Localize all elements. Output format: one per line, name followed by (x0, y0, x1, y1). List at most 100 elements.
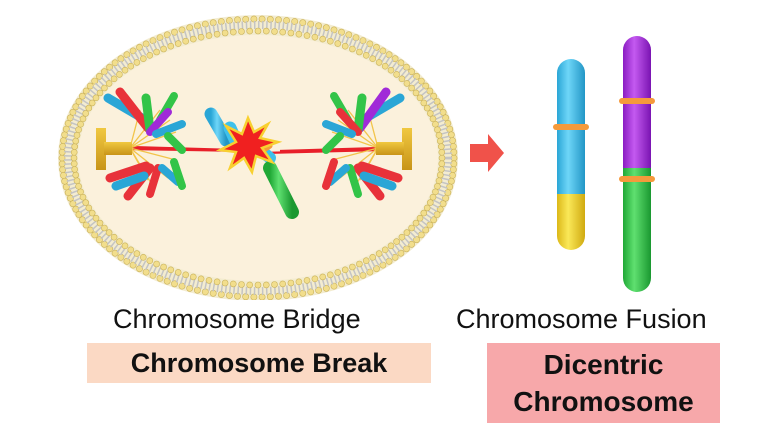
membrane-head (279, 28, 287, 36)
membrane-head (92, 214, 100, 222)
membrane-head (275, 16, 282, 24)
membrane-head (403, 229, 411, 236)
membrane-head (426, 199, 434, 206)
membrane-head (254, 281, 262, 289)
membrane-head (133, 250, 141, 257)
membrane-head (116, 238, 123, 245)
membrane-head (77, 120, 84, 128)
membrane-head (397, 59, 405, 67)
membrane-head (429, 193, 437, 201)
right-arrow-icon (470, 134, 504, 172)
membrane-head (436, 171, 444, 179)
membrane-head (319, 35, 327, 43)
membrane-head (101, 84, 108, 92)
membrane-head (174, 40, 182, 47)
membrane-head (266, 15, 274, 23)
membrane-head (271, 28, 278, 35)
chromosome-fusion-caption: Chromosome Fusion (456, 304, 707, 334)
membrane-head (156, 274, 164, 282)
membrane-head (167, 42, 175, 50)
membrane-head (416, 94, 424, 102)
membrane-head (182, 271, 189, 279)
membrane-head (85, 204, 93, 212)
membrane-head (230, 28, 237, 36)
membrane-head (91, 77, 99, 85)
membrane-head (439, 200, 447, 208)
membrane-head (398, 233, 406, 241)
membrane-head (375, 59, 383, 66)
membrane-head (64, 189, 72, 196)
membrane-head (190, 273, 197, 281)
membrane-head (283, 292, 290, 299)
membrane-head (116, 71, 123, 78)
membrane-head (438, 160, 446, 167)
membrane-head (385, 257, 393, 265)
membrane-head (101, 68, 108, 76)
membrane-head (417, 77, 425, 85)
membrane-head (59, 166, 67, 173)
membrane-head (246, 27, 253, 35)
membrane-head (110, 233, 118, 241)
membrane-head (82, 110, 89, 117)
membrane-head (271, 281, 278, 288)
dicentric-chromosome-label: Dicentric Chromosome (487, 343, 720, 423)
membrane-head (429, 115, 437, 123)
membrane-head (82, 221, 90, 229)
membrane-head (287, 29, 295, 37)
membrane-head (91, 231, 99, 239)
membrane-head (434, 126, 441, 133)
membrane-head (403, 80, 411, 87)
membrane-head (178, 26, 186, 34)
membrane-head (423, 204, 431, 212)
membrane-head (349, 45, 356, 53)
membrane-head (88, 209, 96, 217)
membrane-head (70, 154, 78, 162)
membrane-head (450, 160, 458, 168)
membrane-head (85, 104, 93, 112)
right-chromosome-cluster (322, 87, 405, 201)
membrane-head (359, 271, 367, 279)
membrane-head (238, 28, 245, 35)
membrane-head (221, 29, 229, 37)
membrane-head (64, 120, 72, 127)
membrane-head (299, 19, 307, 27)
membrane-head (77, 188, 84, 196)
membrane-head (69, 108, 77, 116)
membrane-head (182, 37, 189, 45)
membrane-head (238, 281, 245, 288)
membrane-head (412, 219, 420, 227)
membrane-head (258, 15, 266, 23)
membrane-head (438, 154, 446, 162)
membrane-head (67, 114, 74, 122)
membrane-head (160, 263, 167, 271)
membrane-head (171, 28, 178, 36)
membrane-head (79, 92, 86, 100)
membrane-head (413, 72, 420, 80)
membrane-head (434, 183, 441, 190)
membrane-head (79, 193, 87, 201)
chromosome-diagram (58, 15, 655, 300)
membrane-heads-outer (58, 15, 458, 300)
membrane-head (123, 51, 131, 59)
membrane-head (417, 231, 425, 239)
membrane-head (356, 48, 363, 56)
membrane-head (295, 278, 303, 286)
membrane-head (262, 27, 270, 35)
membrane-head (432, 120, 439, 128)
membrane-head (246, 281, 253, 289)
membrane-head (423, 104, 431, 112)
membrane-head (171, 280, 178, 288)
membrane-head (408, 84, 415, 92)
membrane-head (96, 89, 104, 97)
membrane-head (385, 51, 393, 59)
membrane-head (127, 246, 135, 254)
membrane-head (330, 26, 338, 34)
membrane-head (416, 214, 424, 222)
membrane-head (381, 62, 389, 70)
membrane-head (398, 75, 406, 83)
dicentric-chromosome-1 (553, 59, 589, 250)
membrane-head (413, 236, 420, 244)
membrane-head (71, 166, 78, 173)
membrane-head (178, 282, 186, 290)
membrane-head (412, 89, 420, 97)
